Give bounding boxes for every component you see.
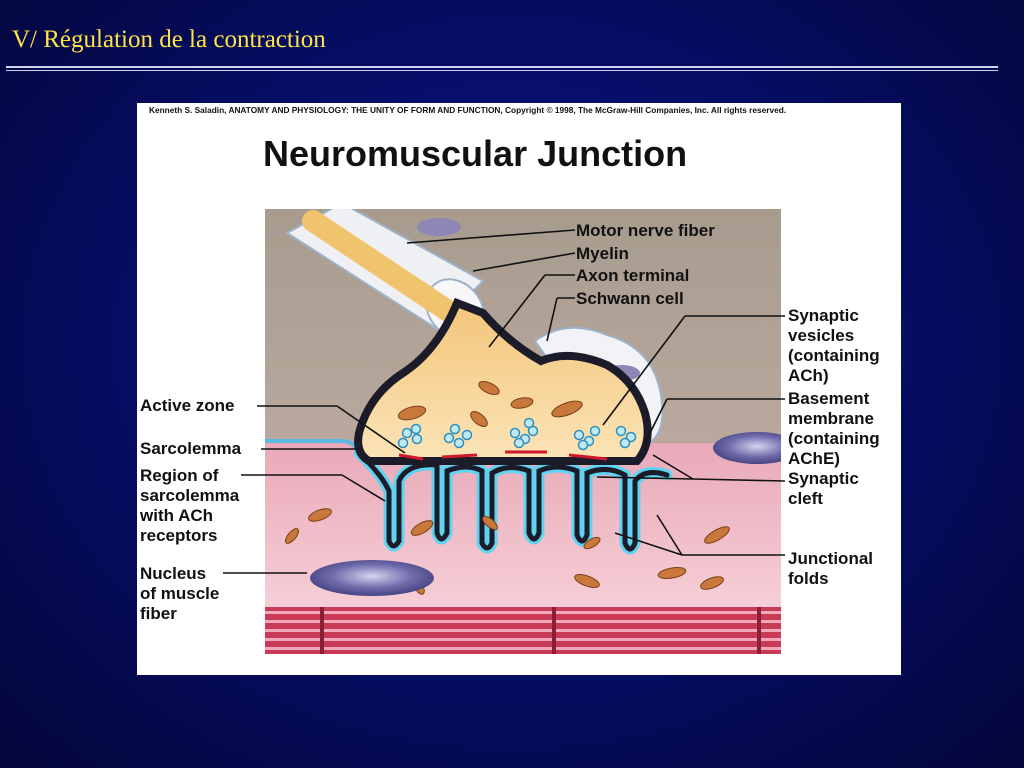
label-schwann-cell: Schwann cell [576,289,684,308]
copyright-credit: Kenneth S. Saladin, ANATOMY AND PHYSIOLO… [149,105,787,115]
label-junctional-folds: Junctional folds [788,549,874,588]
mitochondria [284,381,730,595]
motor-nerve-fiber [302,210,462,324]
title-divider-line [6,66,998,68]
label-motor-nerve-fiber: Motor nerve fiber [576,221,715,240]
leader-lines [223,229,786,574]
myofibrils [265,607,781,654]
label-region-of-sarcolemma: Region of sarcolemma with ACh receptors [140,466,240,545]
label-sarcolemma: Sarcolemma [140,439,242,458]
figure-panel: Kenneth S. Saladin, ANATOMY AND PHYSIOLO… [137,103,901,675]
label-myelin: Myelin [576,244,629,263]
label-synaptic-cleft: Synaptic cleft [788,469,859,508]
label-nucleus-of-muscle-fiber: Nucleus of muscle fiber [140,564,220,623]
figure-title: Neuromuscular Junction [263,133,688,174]
label-axon-terminal: Axon terminal [576,266,690,285]
label-basement-membrane: Basement membrane (containing AChE) [788,389,880,468]
synaptic-vesicles [397,417,637,451]
muscle-nucleus [310,560,434,596]
junctional-folds [353,447,673,555]
neuromuscular-junction-illustration [223,209,786,654]
slide-title: V/ Régulation de la contraction [12,26,326,53]
illustration-body [265,209,781,654]
label-active-zone: Active zone [140,396,235,415]
active-zones [398,450,608,461]
label-synaptic-vesicles: Synaptic vesicles (containing ACh) [788,306,880,385]
title-divider-line-thin [6,70,998,71]
